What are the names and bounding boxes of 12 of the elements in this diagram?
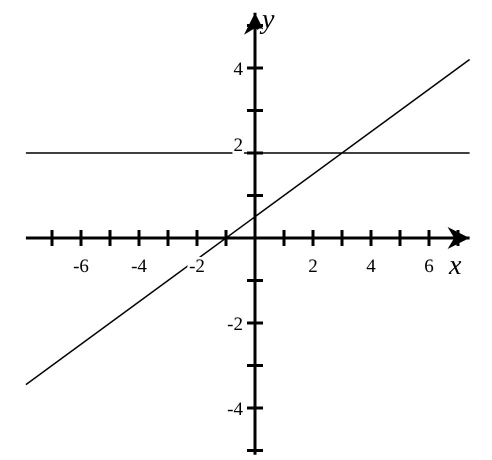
- tick-label: -4: [227, 399, 243, 420]
- axis-label: x: [449, 250, 462, 281]
- tick-label: 6: [424, 256, 434, 277]
- tick-label: 4: [234, 59, 243, 80]
- tick-label: -4: [131, 256, 147, 277]
- axis-label: y: [262, 4, 274, 35]
- tick-label: -6: [73, 256, 89, 277]
- tick-label: -2: [227, 314, 243, 335]
- tick-label: 2: [234, 135, 243, 156]
- tick-label: 2: [308, 256, 318, 277]
- tick-label: 4: [366, 256, 376, 277]
- tick-label: -2: [189, 256, 205, 277]
